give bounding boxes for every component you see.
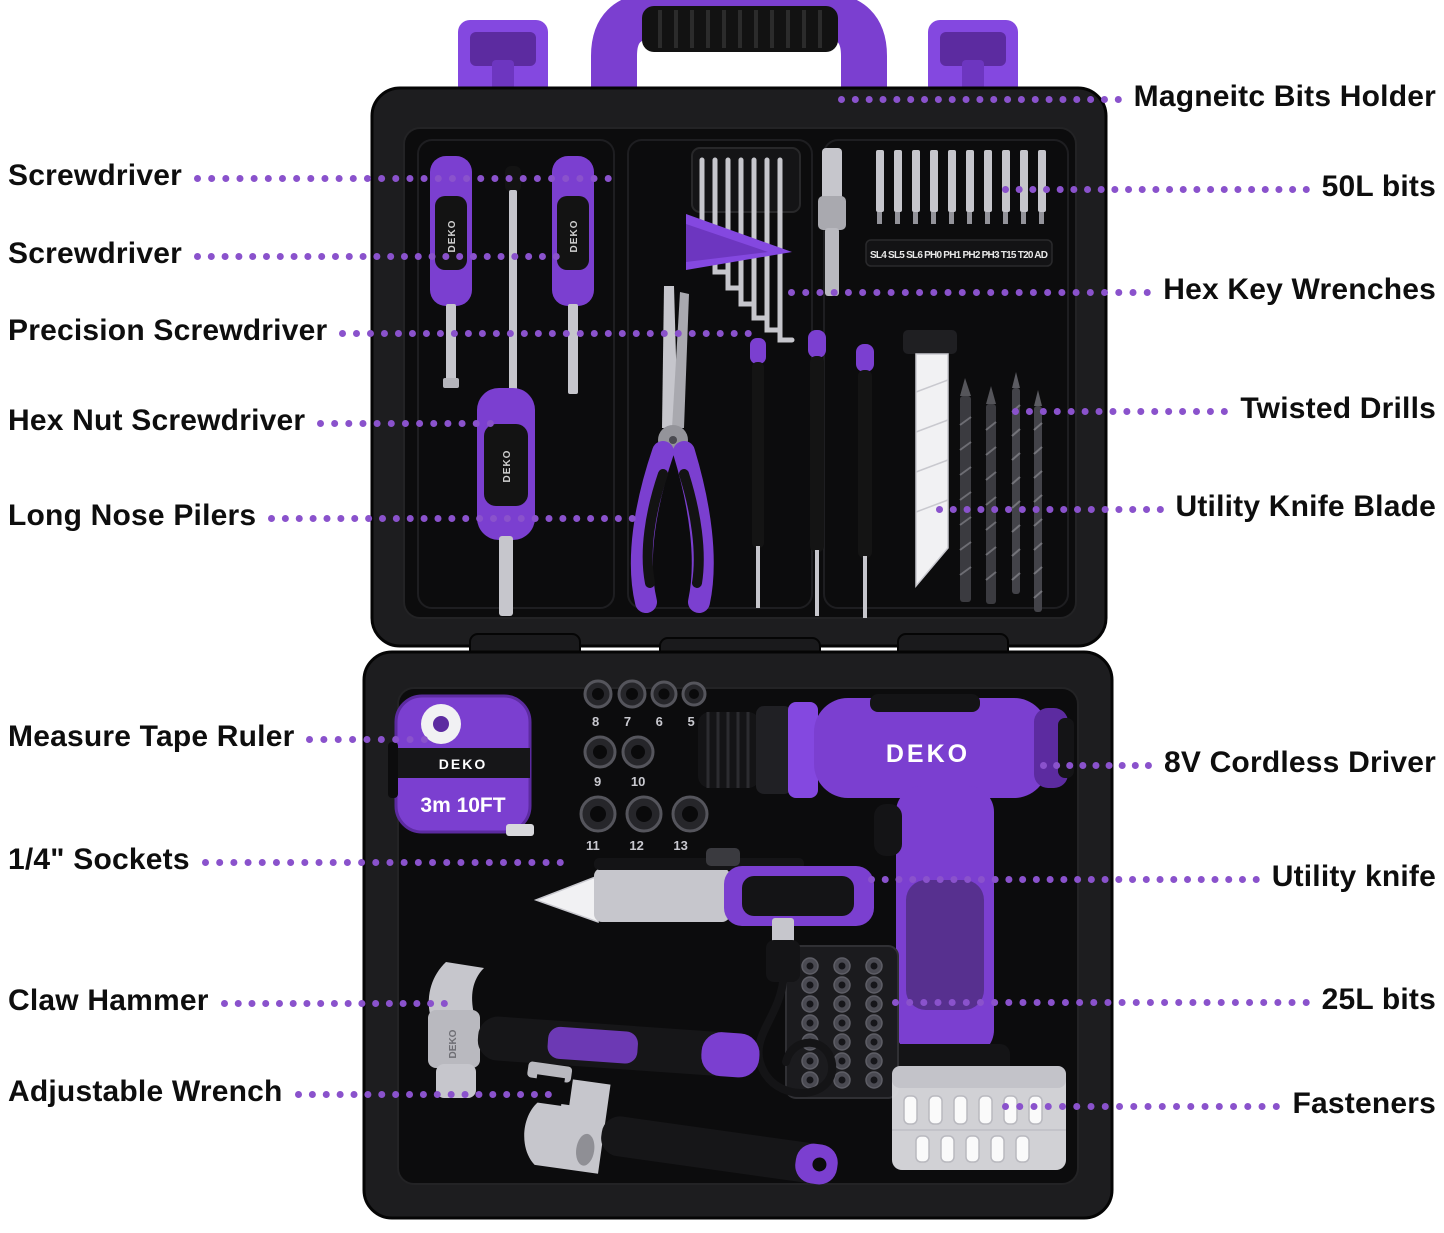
leader-line xyxy=(838,95,1122,103)
callout-label: 25L bits xyxy=(1321,983,1436,1016)
slim-screwdriver-icon xyxy=(505,166,521,396)
callout-hex-nut-screwdriver: Hex Nut Screwdriver xyxy=(8,400,494,442)
leader-line xyxy=(201,858,564,866)
callout-adjustable-wrench: Adjustable Wrench xyxy=(8,1071,552,1113)
leader-line xyxy=(1040,761,1152,769)
callout-magnetic-bits-holder: Magneitc Bits Holder xyxy=(838,76,1436,118)
brand-mark: DEKO xyxy=(502,450,513,483)
long-nose-pliers-icon xyxy=(630,286,714,613)
callout-long-nose-pilers: Long Nose Pilers xyxy=(8,495,636,537)
leader-line xyxy=(193,252,560,260)
tape-size-label: 3m 10FT xyxy=(420,794,505,817)
callout-screwdriver-1: Screwdriver xyxy=(8,155,612,197)
usb-cable-icon xyxy=(754,918,837,1097)
brand-mark: DEKO xyxy=(447,220,458,253)
brand-mark: DEKO xyxy=(448,1029,459,1058)
callout-label: Screwdriver xyxy=(8,159,182,192)
socket-row-1-labels: 8 7 6 5 xyxy=(592,714,695,729)
callout-screwdriver-2: Screwdriver xyxy=(8,233,560,275)
callout-precision-screwdriver: Precision Screwdriver xyxy=(8,310,752,352)
callout-label: Utility Knife Blade xyxy=(1175,490,1436,523)
leader-line xyxy=(892,998,1310,1006)
brand-mark: DEKO xyxy=(569,220,580,253)
leader-line xyxy=(1002,1102,1281,1110)
latch-right xyxy=(928,20,1018,98)
leader-line xyxy=(306,735,428,743)
leader-line xyxy=(294,1090,552,1098)
callout-25l-bits: 25L bits xyxy=(892,979,1436,1021)
case-handle xyxy=(591,0,887,102)
callout-label: Long Nose Pilers xyxy=(8,499,257,532)
socket-row-2-labels: 9 10 xyxy=(594,774,645,789)
callout-label: Hex Key Wrenches xyxy=(1163,273,1436,306)
bit-strip-labels: SL4 SL5 SL6 PH0 PH1 PH2 PH3 T15 T20 AD xyxy=(870,250,1048,261)
drill-brand: DEKO xyxy=(886,740,970,768)
callout-fasteners: Fasteners xyxy=(1002,1083,1436,1125)
hex-key-set-icon xyxy=(686,147,801,343)
bits-set-icon xyxy=(785,945,899,1099)
leader-line xyxy=(268,514,636,522)
leader-line xyxy=(788,288,1152,296)
magnetic-bits-holder-icon xyxy=(818,148,846,296)
leader-line xyxy=(1002,185,1310,193)
callout-measure-tape-ruler: Measure Tape Ruler xyxy=(8,716,428,758)
callout-hex-key-wrenches: Hex Key Wrenches xyxy=(788,269,1436,311)
utility-knife-blade-icon xyxy=(903,330,957,589)
precision-screwdrivers-icon xyxy=(750,330,874,618)
callout-claw-hammer: Claw Hammer xyxy=(8,980,448,1022)
leader-line xyxy=(868,875,1260,883)
leader-line xyxy=(220,999,448,1007)
claw-hammer-icon: DEKO xyxy=(428,962,760,1098)
callout-label: 50L bits xyxy=(1321,170,1436,203)
callout-label: Fasteners xyxy=(1292,1087,1436,1120)
callout-quarter-inch-sockets: 1/4" Sockets xyxy=(8,839,564,881)
callout-label: Screwdriver xyxy=(8,237,182,270)
callout-label: Hex Nut Screwdriver xyxy=(8,404,306,437)
callout-label: Measure Tape Ruler xyxy=(8,720,295,753)
screwdriver-medium-icon: DEKO xyxy=(552,156,594,394)
callout-label: Adjustable Wrench xyxy=(8,1075,283,1108)
leader-line xyxy=(317,419,494,427)
leader-line xyxy=(193,174,612,182)
callout-twisted-drills: Twisted Drills xyxy=(1012,388,1436,430)
callout-utility-knife-blade: Utility Knife Blade xyxy=(936,486,1436,528)
driver-bits-icon: SL4 SL5 SL6 PH0 PH1 PH2 PH3 T15 T20 AD xyxy=(865,150,1053,267)
callout-label: Twisted Drills xyxy=(1240,392,1436,425)
callout-label: 1/4" Sockets xyxy=(8,843,190,876)
callout-label: Claw Hammer xyxy=(8,984,209,1017)
callout-utility-knife: Utility knife xyxy=(868,856,1436,898)
tape-measure-icon: DEKO 3m 10FT xyxy=(388,694,534,836)
screwdriver-large-icon: DEKO xyxy=(430,156,472,388)
leader-line xyxy=(936,505,1164,513)
twisted-drills-icon xyxy=(959,372,1043,612)
callout-50l-bits: 50L bits xyxy=(1002,166,1436,208)
callout-label: Precision Screwdriver xyxy=(8,314,328,347)
brand-mark: DEKO xyxy=(439,756,487,772)
sockets-icon: 8 7 6 5 9 10 11 12 13 xyxy=(579,679,709,853)
leader-line xyxy=(1012,407,1229,415)
utility-knife-icon xyxy=(533,848,874,926)
adjustable-wrench-icon xyxy=(524,1061,838,1185)
latch-left xyxy=(458,20,548,98)
callout-label: Magneitc Bits Holder xyxy=(1133,80,1436,113)
callout-8v-cordless-driver: 8V Cordless Driver xyxy=(1040,742,1436,784)
callout-label: Utility knife xyxy=(1271,860,1436,893)
socket-row-3-labels: 11 12 13 xyxy=(586,838,688,853)
callout-label: 8V Cordless Driver xyxy=(1163,746,1436,779)
leader-line xyxy=(339,329,752,337)
